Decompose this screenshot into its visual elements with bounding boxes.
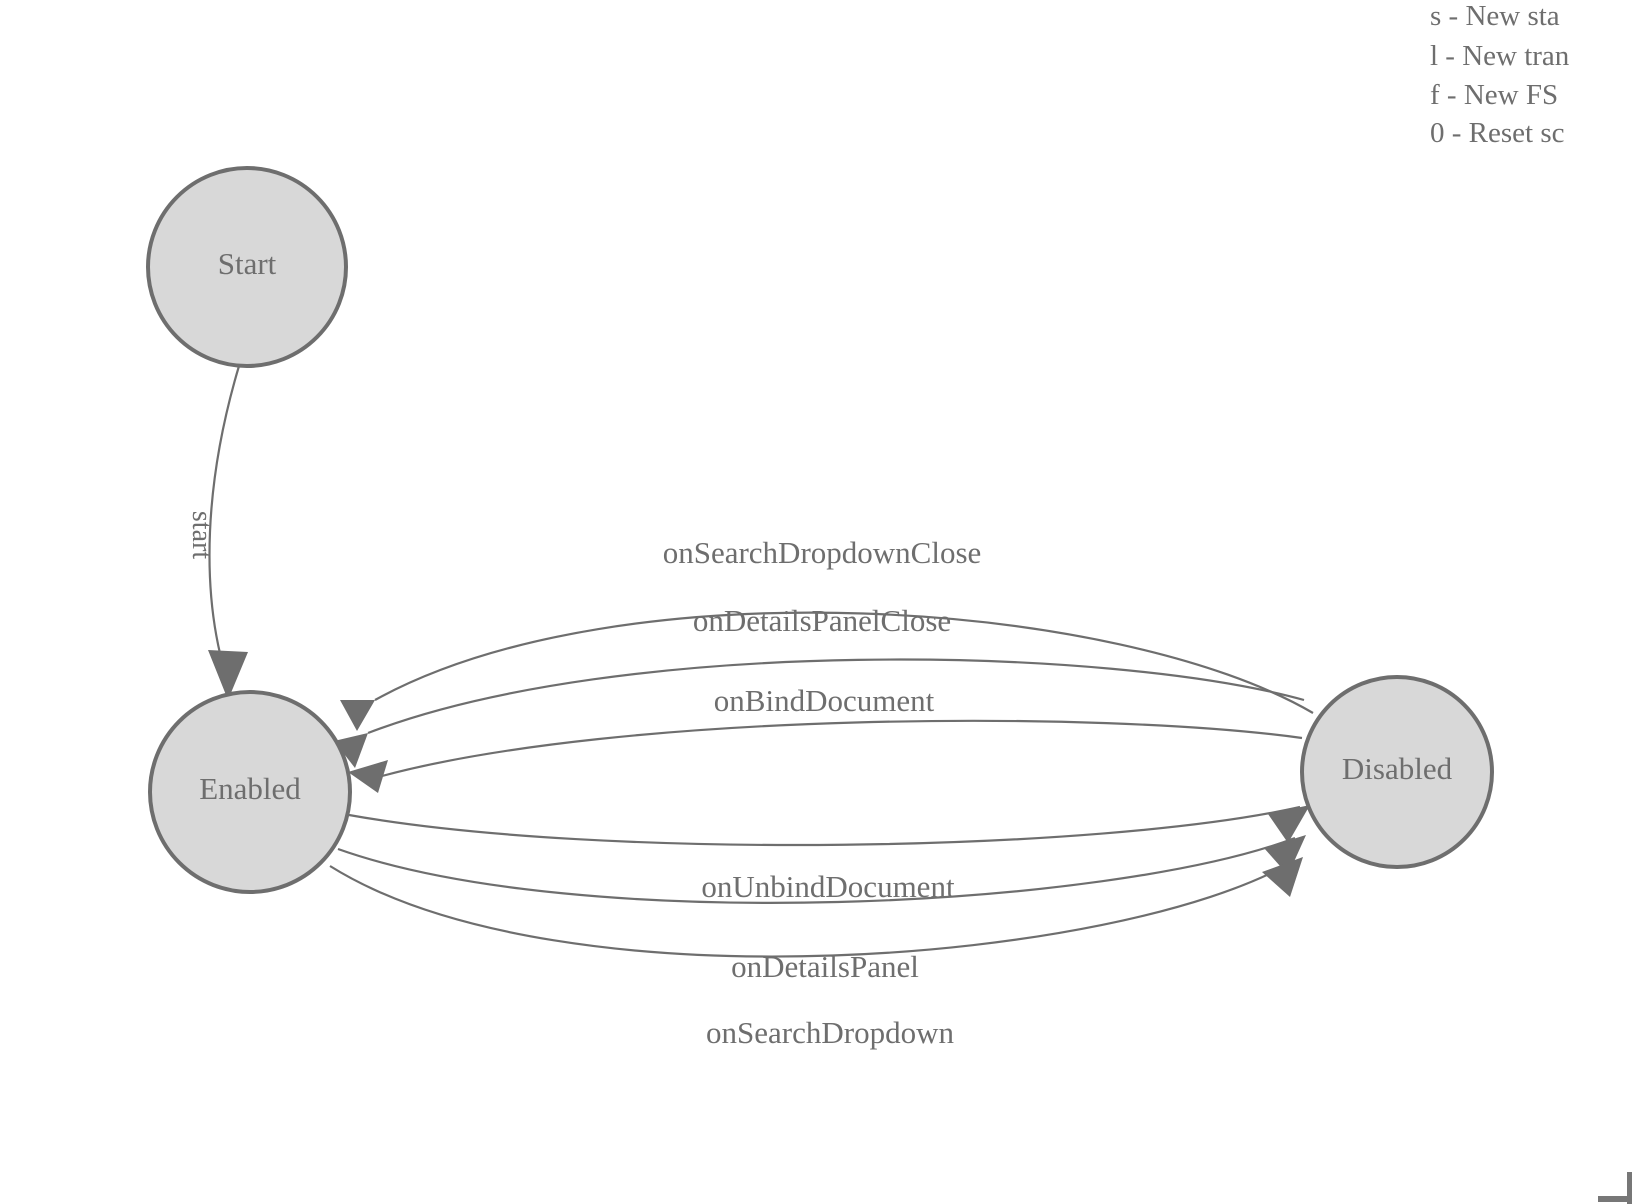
state-label-enabled: Enabled xyxy=(199,771,301,806)
transition-label-onSearchDropdownClose: onSearchDropdownClose xyxy=(663,535,982,570)
transition-label-onDetailsPanelClose: onDetailsPanelClose xyxy=(693,603,951,638)
state-circle-start[interactable] xyxy=(146,166,348,368)
transition-start[interactable]: start xyxy=(186,365,248,700)
state-label-disabled: Disabled xyxy=(1342,751,1453,786)
state-node-disabled[interactable]: Disabled xyxy=(1300,675,1494,869)
transition-onBindDocument[interactable]: onBindDocument xyxy=(348,683,1303,793)
transition-label-onBindDocument: onBindDocument xyxy=(714,683,935,718)
edge-path-onDetailsPanel[interactable] xyxy=(337,836,1296,904)
arrowhead-onUnbindDocument xyxy=(1268,805,1310,843)
transition-label-onSearchDropdown: onSearchDropdown xyxy=(706,1015,954,1050)
help-line-reset-scale: 0 - Reset sc xyxy=(1430,117,1565,149)
state-circle-disabled[interactable] xyxy=(1300,675,1494,869)
state-node-start[interactable]: Start xyxy=(146,166,348,368)
edge-path-onDetailsPanelClose[interactable] xyxy=(367,658,1305,735)
transition-onDetailsPanelClose[interactable]: onDetailsPanelClose xyxy=(334,603,1305,768)
state-circle-enabled[interactable] xyxy=(148,690,352,894)
transition-onSearchDropdown[interactable]: onSearchDropdown xyxy=(329,857,1303,1050)
state-node-enabled[interactable]: Enabled xyxy=(148,690,352,894)
help-line-new-fsm: f - New FS xyxy=(1430,79,1558,111)
horizontal-scrollbar[interactable] xyxy=(1598,1196,1632,1202)
edge-path-onSearchDropdownClose[interactable] xyxy=(374,611,1314,714)
transition-onSearchDropdownClose[interactable]: onSearchDropdownClose xyxy=(340,535,1314,731)
transition-label-onDetailsPanel: onDetailsPanel xyxy=(731,949,919,984)
arrowhead-onBindDocument xyxy=(348,760,388,793)
transition-onUnbindDocument[interactable]: onUnbindDocument xyxy=(348,805,1310,904)
state-label-start: Start xyxy=(218,246,277,281)
arrowhead-onSearchDropdownClose xyxy=(340,700,375,731)
arrowhead-onDetailsPanelClose xyxy=(334,733,368,768)
edge-path-onBindDocument[interactable] xyxy=(381,719,1303,778)
edge-path-onSearchDropdown[interactable] xyxy=(329,861,1293,958)
transition-label-start: start xyxy=(186,511,217,559)
arrowhead-onSearchDropdown xyxy=(1262,857,1303,897)
help-overlay: s - New sta l - New tran f - New FS 0 - … xyxy=(1430,0,1570,149)
help-line-new-transition: l - New tran xyxy=(1430,40,1570,72)
help-line-new-state: s - New sta xyxy=(1430,0,1560,32)
edge-path-onUnbindDocument[interactable] xyxy=(348,805,1301,847)
vertical-scrollbar[interactable] xyxy=(1627,1172,1632,1204)
transition-onDetailsPanel[interactable]: onDetailsPanel xyxy=(337,835,1306,984)
arrowhead-onDetailsPanel xyxy=(1264,835,1306,875)
arrowhead-start xyxy=(208,650,248,700)
edge-path-start[interactable] xyxy=(208,365,241,677)
